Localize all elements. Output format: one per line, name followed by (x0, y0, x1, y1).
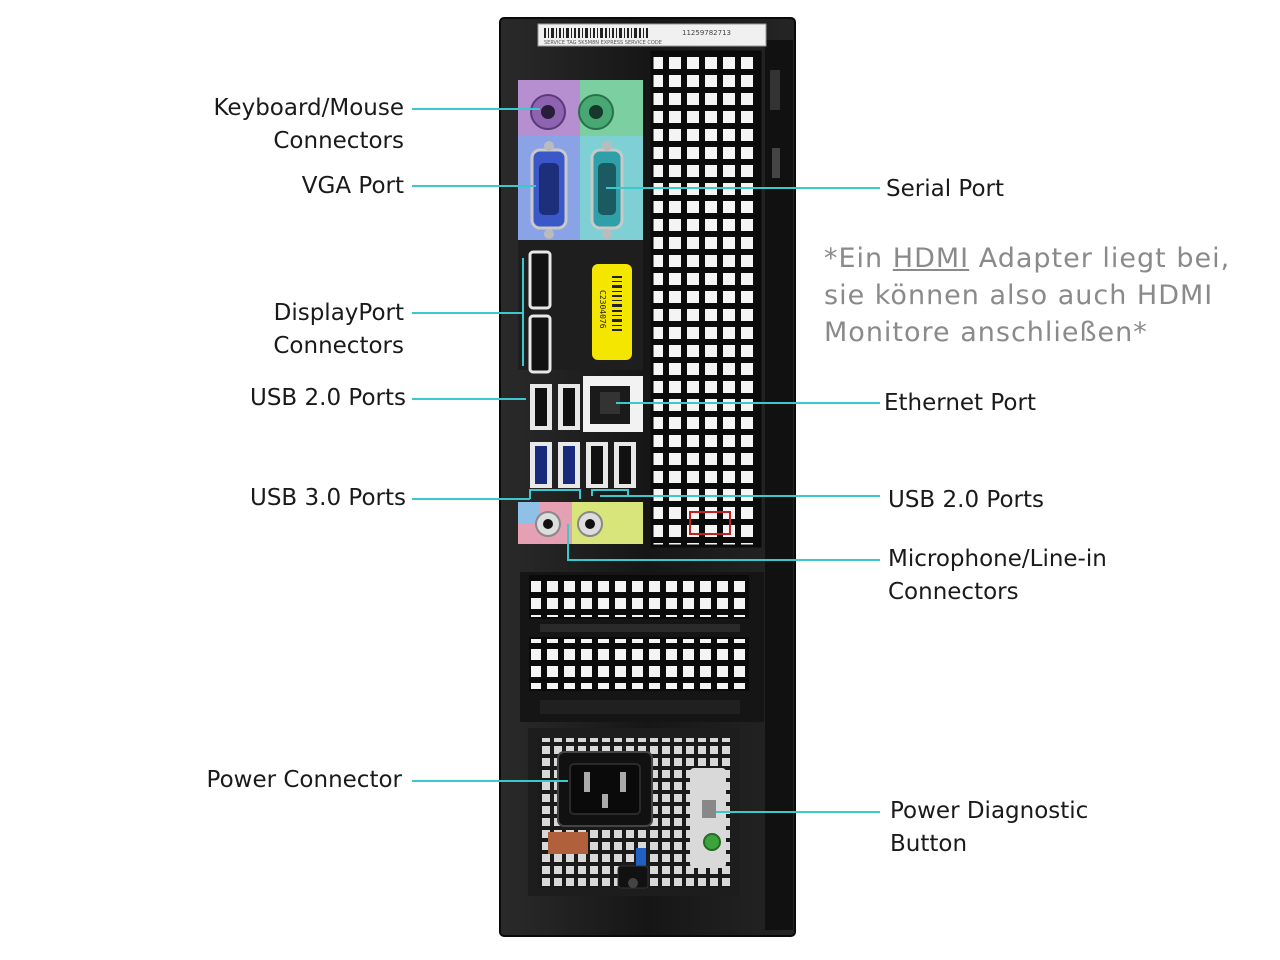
ventilation-grille (650, 50, 762, 548)
label-vga: VGA Port (301, 173, 404, 199)
power-supply (528, 728, 740, 896)
service-code-text: 11259782713 (682, 29, 731, 37)
note-line2: sie können also auch HDMI (824, 280, 1214, 311)
label-power-connector: Power Connector (206, 767, 402, 793)
label-microphone: Microphone/Line-in Connectors (888, 543, 1107, 609)
service-tag-text: SERVICE TAG 5K5M8N EXPRESS SERVICE CODE (544, 40, 662, 46)
note-line3: Monitore anschließen* (824, 317, 1148, 348)
barcode-sticker-text: C2304076 (598, 290, 607, 329)
label-displayport-line1: DisplayPort (273, 300, 404, 326)
label-keyboard-mouse: Keyboard/Mouse Connectors (214, 92, 405, 158)
audio-jacks (518, 502, 643, 544)
label-displayport-line2: Connectors (273, 333, 404, 359)
label-microphone-line1: Microphone/Line-in (888, 546, 1107, 572)
leader-usb30-bracket (529, 489, 581, 499)
usb-ports (530, 384, 636, 488)
label-usb30: USB 3.0 Ports (250, 485, 406, 511)
label-microphone-line2: Connectors (888, 579, 1019, 605)
note-hdmi-underlined: HDMI (892, 243, 970, 274)
label-keyboard-mouse-line1: Keyboard/Mouse (213, 95, 405, 121)
leader-lines (412, 108, 880, 813)
label-keyboard-mouse-line2: Connectors (273, 128, 404, 154)
expansion-slots (520, 572, 764, 722)
displayport-connectors (522, 250, 552, 374)
leader-usb20-right-bracket (591, 489, 629, 496)
hdmi-adapter-note: *Ein HDMI Adapter liegt bei, sie können … (824, 240, 1274, 351)
label-power-diag-line1: Power Diagnostic (890, 798, 1089, 824)
label-power-diag: Power Diagnostic Button (890, 795, 1088, 861)
label-displayport: DisplayPort Connectors (273, 297, 404, 363)
leader-microphone (567, 524, 880, 561)
label-usb20-left: USB 2.0 Ports (250, 385, 406, 411)
label-serial: Serial Port (886, 176, 1004, 202)
label-power-diag-line2: Button (890, 831, 968, 857)
service-tag-sticker: 11259782713 SERVICE TAG 5K5M8N EXPRESS S… (537, 23, 767, 47)
barcode-sticker: C2304076 (592, 264, 632, 360)
label-usb20-right: USB 2.0 Ports (888, 487, 1044, 513)
note-line1: *Ein HDMI Adapter liegt bei, (824, 243, 1231, 274)
label-ethernet: Ethernet Port (884, 390, 1036, 416)
ps2-connectors (518, 80, 643, 136)
